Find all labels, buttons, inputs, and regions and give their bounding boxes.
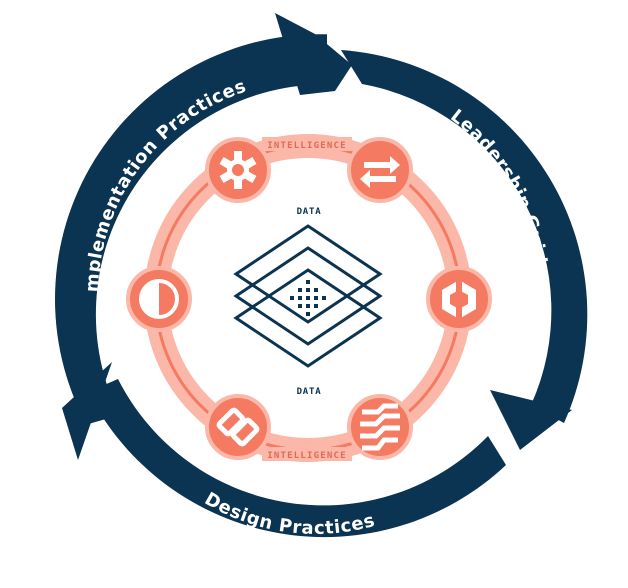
half-circle-icon — [126, 266, 192, 332]
implementation-arrowhead — [275, 13, 352, 95]
gear-icon — [205, 137, 271, 203]
data-layers-icon — [233, 224, 383, 368]
swap-arrows-icon — [347, 137, 413, 203]
intelligence-label-top: INTELLIGENCE — [267, 141, 346, 151]
chain-link-icon — [205, 394, 271, 460]
data-grid-dots — [290, 280, 326, 316]
hexagon-icon — [426, 266, 492, 332]
design-arc — [88, 379, 506, 538]
leadership-arrowhead — [490, 390, 572, 450]
outer-cycle-arrows — [55, 13, 588, 538]
data-label-bottom: DATA — [297, 387, 322, 397]
data-label-top: DATA — [297, 207, 322, 217]
implementation-arc — [55, 34, 328, 425]
leadership-arc — [341, 50, 588, 423]
wave-stripes-icon — [347, 394, 413, 460]
intelligence-label-bottom: INTELLIGENCE — [267, 451, 346, 461]
design-arrowhead — [62, 362, 112, 460]
